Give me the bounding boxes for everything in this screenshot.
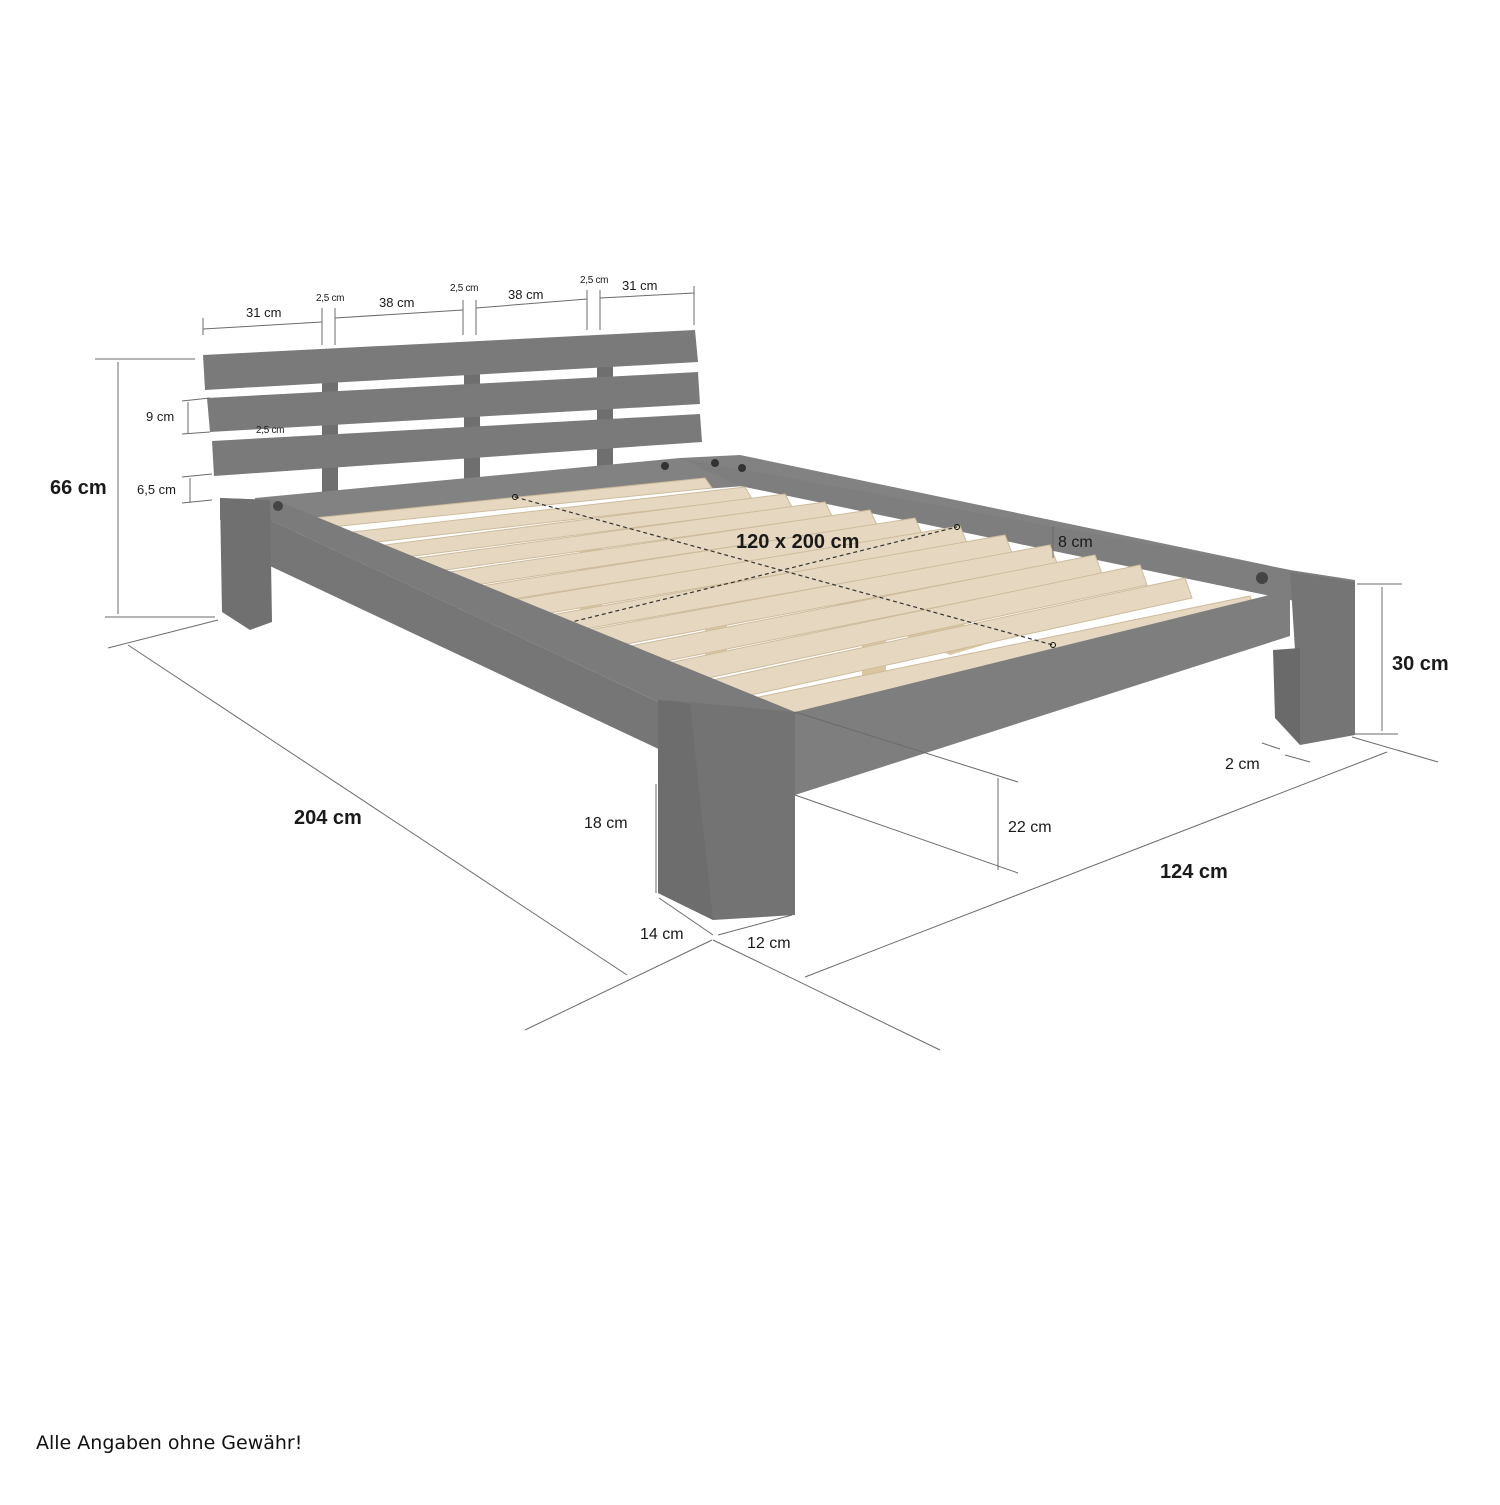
headboard-plank-bottom [212, 414, 702, 476]
slats [274, 477, 1258, 727]
left-rail-top [220, 498, 795, 748]
left-rail-face [270, 520, 665, 752]
dim-headboard-gap-3: 2,5 cm [580, 275, 609, 286]
foot-left-leg-side [658, 700, 713, 920]
bolt-cap [1256, 572, 1268, 584]
guide-point [1050, 642, 1056, 648]
dim-headboard-gap-2: 2,5 cm [450, 283, 479, 294]
foot-rail-face [795, 590, 1290, 795]
dim-leg-width: 12 cm [747, 935, 791, 952]
dim-total-length: 204 cm [294, 807, 362, 829]
dim-rail-height: 8 cm [1058, 534, 1093, 551]
dim-plank-gap: 2,5 cm [256, 425, 285, 436]
dim-leg-height: 18 cm [584, 815, 628, 832]
dim-footend-height: 30 cm [1392, 653, 1449, 675]
bolt-cap [273, 501, 283, 511]
dim-plank-height: 9 cm [146, 409, 175, 424]
dim-bottom-gap: 6,5 cm [137, 482, 177, 497]
dimension-lines [95, 286, 1439, 1051]
guide-point [512, 494, 518, 500]
dim-leg-inset: 2 cm [1225, 756, 1260, 773]
right-rail-top [680, 458, 1355, 610]
dim-headboard-plank-2-width: 38 cm [379, 295, 415, 310]
guide-point [954, 524, 960, 530]
dim-headboard-plank-1-width: 31 cm [246, 305, 282, 320]
dim-total-width: 124 cm [1160, 861, 1228, 883]
foot-right-leg [1290, 572, 1355, 745]
dim-leg-depth: 14 cm [640, 926, 684, 943]
disclaimer-text: Alle Angaben ohne Gewähr! [36, 1432, 303, 1454]
mattress-length-guide [514, 496, 1054, 646]
headboard [203, 330, 702, 498]
dim-headboard-gap-1: 2,5 cm [316, 293, 345, 304]
dim-total-height: 66 cm [50, 477, 107, 499]
dim-headboard-plank-4-width: 31 cm [622, 278, 658, 293]
back-rail [255, 455, 1290, 600]
dim-under-clearance: 22 cm [1008, 819, 1052, 836]
headboard-plank-top [203, 330, 698, 390]
dim-mattress-size: 120 x 200 cm [736, 531, 860, 553]
headboard-plank-middle [207, 372, 700, 432]
foot-right-leg-inner [1273, 648, 1300, 745]
dim-headboard-plank-3-width: 38 cm [508, 287, 544, 302]
head-left-leg [220, 498, 272, 630]
mattress-width-guide [526, 526, 958, 634]
